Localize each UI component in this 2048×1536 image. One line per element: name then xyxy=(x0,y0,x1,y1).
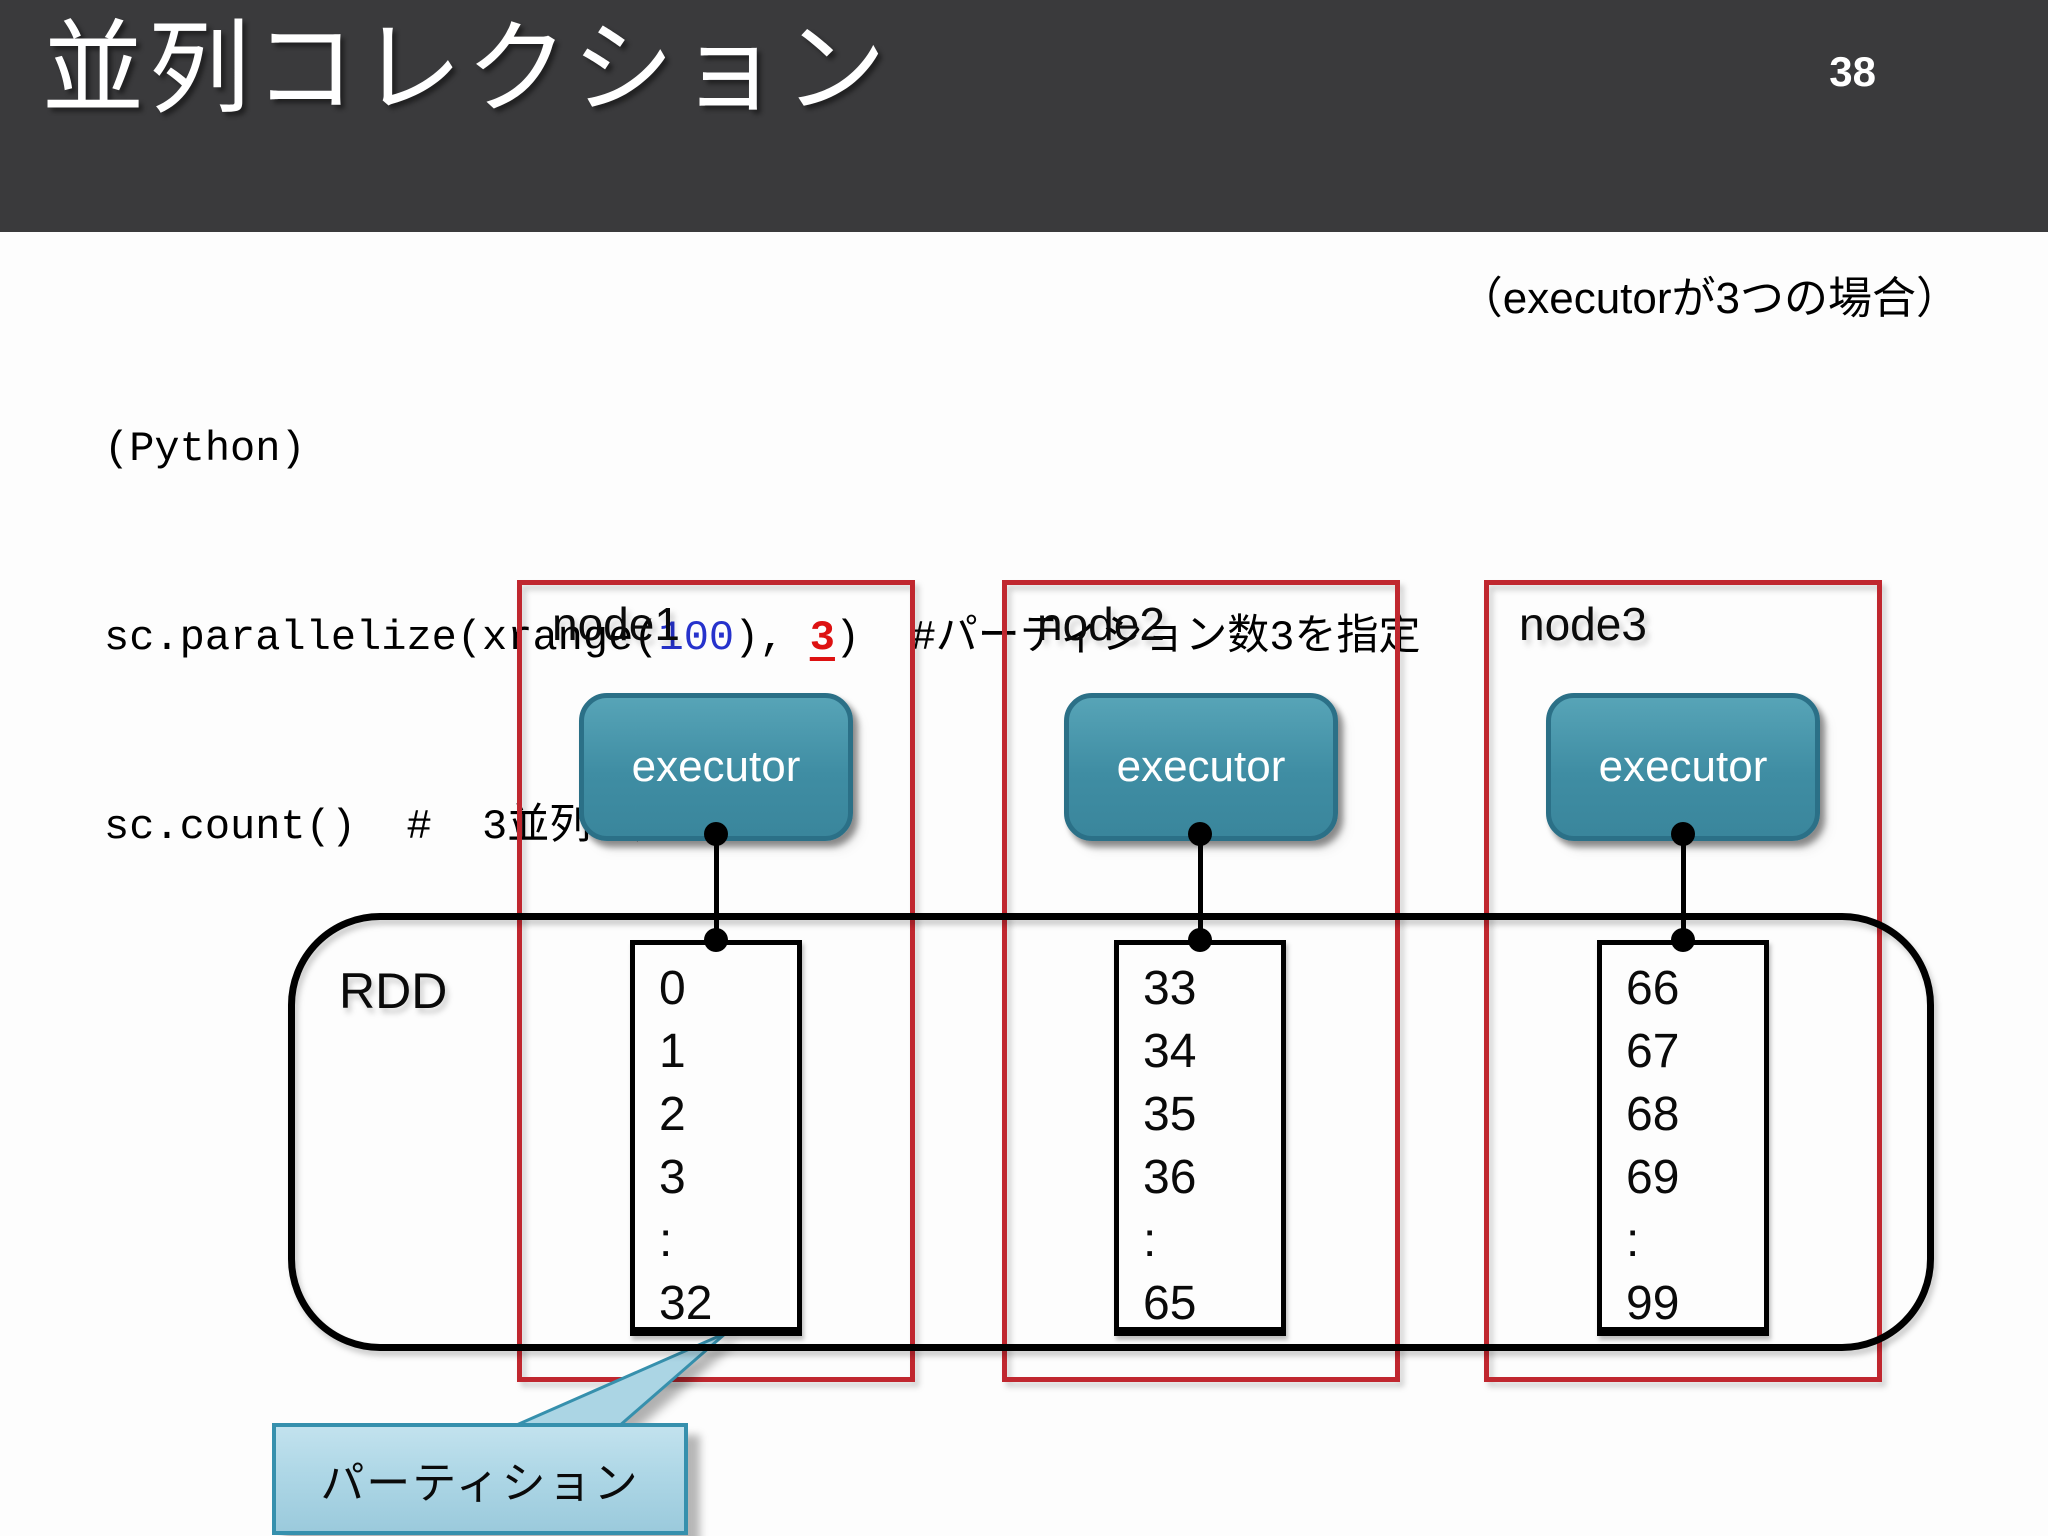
code-parallelize-post: ) xyxy=(834,614,911,662)
code-block: (Python) sc.parallelize(xrange(100), 3) … xyxy=(104,292,1420,985)
partition-value: 1 xyxy=(659,1025,686,1078)
node2-connector-dot-top xyxy=(1188,822,1212,846)
node1-partition-box: 0 1 2 3 : 32 xyxy=(630,940,802,1336)
partition-value: 66 xyxy=(1626,962,1680,1015)
partition-callout-label: パーティション xyxy=(320,1459,640,1508)
node3-connector-dot-bottom xyxy=(1671,928,1695,952)
slide-title: 並列コレクション xyxy=(42,12,890,126)
node1-executor-label: executor xyxy=(631,742,801,791)
node2-box: node2 executor xyxy=(1002,580,1400,1382)
partition-value: 68 xyxy=(1626,1088,1680,1141)
node1-executor-box: executor xyxy=(579,693,853,841)
code-arg-range: 100 xyxy=(658,614,735,662)
header-bar: 並列コレクション 38 xyxy=(0,0,2048,232)
node1-connector-dot-top xyxy=(704,822,728,846)
code-parallelize-comment: #パーティション数3を指定 xyxy=(910,614,1421,662)
node1-connector-dot-bottom xyxy=(704,928,728,952)
partition-value: 2 xyxy=(659,1088,686,1141)
node3-executor-label: executor xyxy=(1598,742,1768,791)
partition-value: 65 xyxy=(1143,1277,1197,1330)
partition-value: : xyxy=(659,1214,673,1267)
rdd-label: RDD xyxy=(339,963,448,1019)
partition-value: 34 xyxy=(1143,1025,1197,1078)
node3-partition-box: 66 67 68 69 : 99 xyxy=(1597,940,1769,1336)
partition-callout: パーティション xyxy=(272,1423,688,1535)
node1-box: node1 executor xyxy=(517,580,915,1382)
partition-value: 69 xyxy=(1626,1151,1680,1204)
partition-value: : xyxy=(1626,1214,1640,1267)
partition-value: : xyxy=(1143,1214,1157,1267)
partition-value: 67 xyxy=(1626,1025,1680,1078)
node3-executor-box: executor xyxy=(1546,693,1820,841)
annotation-executor-count: （executorが3つの場合） xyxy=(1458,274,1960,323)
partition-value: 32 xyxy=(659,1277,713,1330)
code-arg-partitions: 3 xyxy=(809,614,835,662)
node2-executor-box: executor xyxy=(1064,693,1338,841)
partition-value: 33 xyxy=(1143,962,1197,1015)
rdd-container: RDD xyxy=(288,913,1934,1351)
node1-connector-line xyxy=(714,836,719,942)
partition-value: 35 xyxy=(1143,1088,1197,1141)
node2-partition-box: 33 34 35 36 : 65 xyxy=(1114,940,1286,1336)
node1-label: node1 xyxy=(552,598,680,650)
page-number: 38 xyxy=(1829,48,1876,95)
node3-label: node3 xyxy=(1519,598,1647,650)
code-line-parallelize: sc.parallelize(xrange(100), 3) #パーティション数… xyxy=(104,607,1420,670)
code-line-python-text: (Python) xyxy=(104,425,306,473)
node2-executor-label: executor xyxy=(1116,742,1286,791)
partition-value: 3 xyxy=(659,1151,686,1204)
code-parallelize-pre: sc.parallelize(xrange( xyxy=(104,614,659,662)
code-line-python: (Python) xyxy=(104,418,1420,481)
node3-connector-dot-top xyxy=(1671,822,1695,846)
node3-connector-line xyxy=(1681,836,1686,942)
partition-value: 99 xyxy=(1626,1277,1680,1330)
node2-connector-dot-bottom xyxy=(1188,928,1212,952)
node2-label: node2 xyxy=(1037,598,1165,650)
node2-connector-line xyxy=(1198,836,1203,942)
code-parallelize-mid: ), xyxy=(734,614,810,662)
partition-value: 0 xyxy=(659,962,686,1015)
partition-value: 36 xyxy=(1143,1151,1197,1204)
